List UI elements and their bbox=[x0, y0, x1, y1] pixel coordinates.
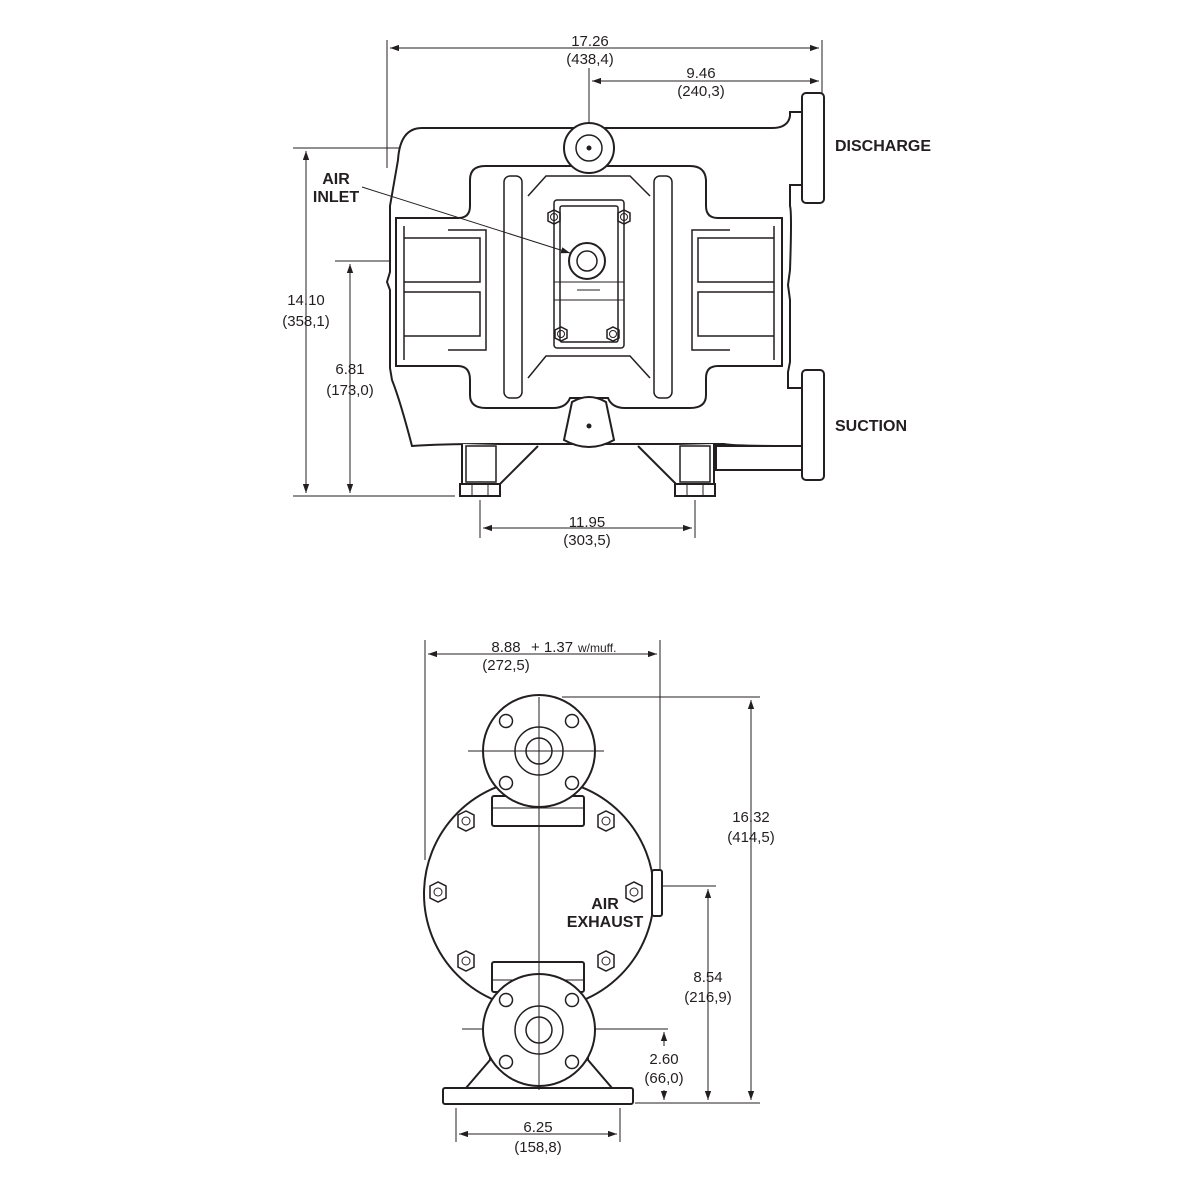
side-overall-height-mm: (414,5) bbox=[727, 829, 775, 846]
side-overall-height-in: 16.32 bbox=[732, 809, 770, 826]
side-width-mm: (272,5) bbox=[482, 657, 530, 674]
air-inlet-height-in: 6.81 bbox=[335, 361, 364, 378]
suction-flange bbox=[715, 369, 825, 481]
front-view: 17.26 (438,4) 9.46 (240,3) 14.10 (358,1)… bbox=[282, 33, 931, 549]
overall-width-mm: (438,4) bbox=[566, 51, 614, 68]
air-exhaust-label-line1: AIR bbox=[591, 896, 619, 913]
discharge-manifold-boss bbox=[563, 122, 615, 174]
front-left-foot bbox=[459, 444, 539, 497]
discharge-flange bbox=[801, 92, 825, 204]
air-valve-block bbox=[553, 199, 625, 349]
suction-label: SUCTION bbox=[835, 418, 907, 435]
left-chamber-fins bbox=[403, 226, 487, 360]
front-hex-bolts bbox=[547, 209, 631, 342]
side-width-extra: + 1.37 bbox=[531, 639, 573, 656]
foot-spacing-in: 11.95 bbox=[569, 514, 605, 531]
right-chamber-fins bbox=[691, 226, 775, 360]
discharge-offset-in: 9.46 bbox=[686, 65, 715, 82]
suction-height-mm: (66,0) bbox=[644, 1070, 683, 1087]
air-inlet-height-mm: (173,0) bbox=[326, 382, 374, 399]
side-hex-bolts bbox=[429, 810, 643, 972]
front-right-foot bbox=[637, 444, 716, 497]
suction-height-in: 2.60 bbox=[649, 1051, 678, 1068]
discharge-offset-mm: (240,3) bbox=[677, 83, 725, 100]
suction-manifold-boss bbox=[562, 396, 616, 448]
exhaust-height-in: 8.54 bbox=[693, 969, 722, 986]
side-width-extra-note: w/muff. bbox=[577, 641, 616, 655]
air-exhaust-port bbox=[651, 869, 663, 917]
air-inlet-label-line2: INLET bbox=[313, 189, 359, 206]
discharge-label: DISCHARGE bbox=[835, 138, 931, 155]
overall-height-mm: (358,1) bbox=[282, 313, 330, 330]
side-width-in: 8.88 bbox=[491, 639, 520, 656]
base-width-mm: (158,8) bbox=[514, 1139, 562, 1156]
side-view: 8.88 + 1.37 w/muff. (272,5) 16.32 (414,5… bbox=[423, 639, 775, 1156]
base-width-in: 6.25 bbox=[523, 1119, 552, 1136]
foot-spacing-mm: (303,5) bbox=[563, 532, 611, 549]
exhaust-height-mm: (216,9) bbox=[684, 989, 732, 1006]
front-inner-frame bbox=[395, 165, 783, 409]
air-inlet-fitting bbox=[568, 242, 606, 280]
air-inlet-label-line1: AIR bbox=[322, 171, 350, 188]
overall-height-in: 14.10 bbox=[287, 292, 325, 309]
air-exhaust-label-line2: EXHAUST bbox=[567, 914, 644, 931]
overall-width-in: 17.26 bbox=[571, 33, 609, 50]
